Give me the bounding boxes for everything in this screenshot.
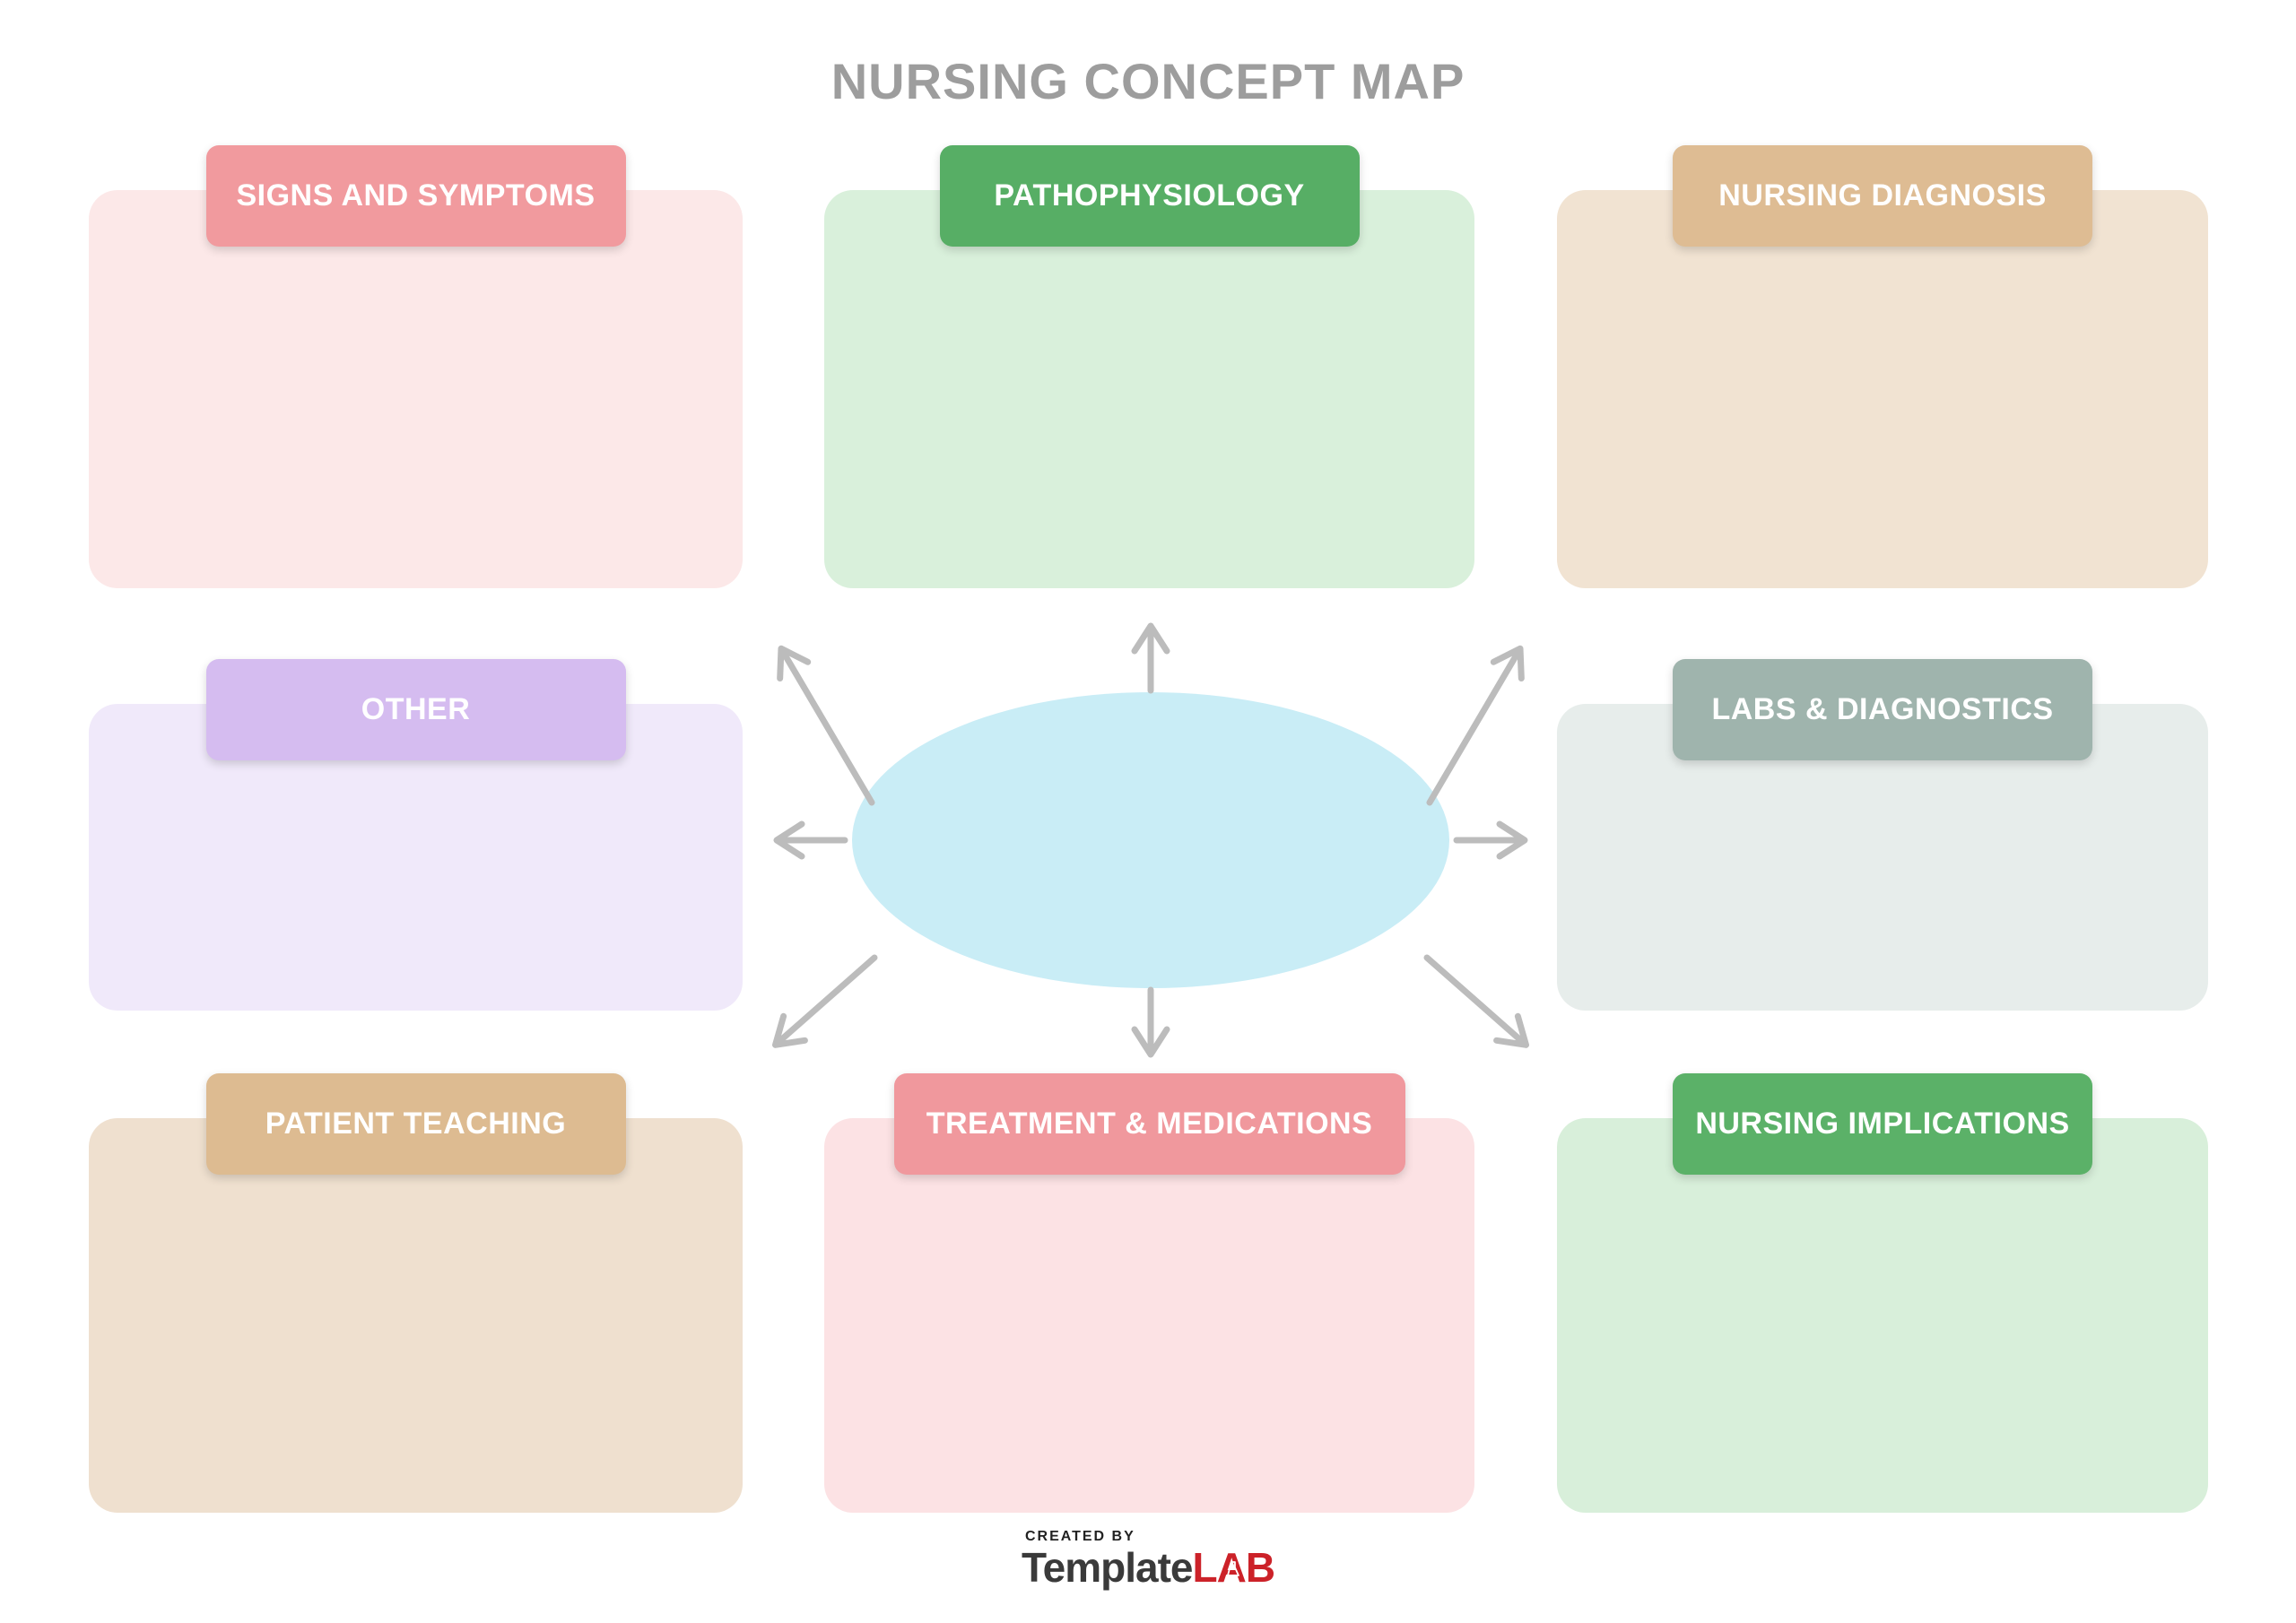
box-nursing-diagnosis: NURSING DIAGNOSIS	[1557, 145, 2208, 588]
page-title: NURSING CONCEPT MAP	[831, 53, 1465, 109]
box-nursing-implications: NURSING IMPLICATIONS	[1557, 1073, 2208, 1513]
nursing-diagnosis-label: NURSING DIAGNOSIS	[1718, 178, 2047, 213]
signs-and-symptoms-note-area	[89, 190, 743, 588]
other-header: OTHER	[205, 659, 626, 760]
other-label: OTHER	[361, 692, 471, 726]
box-treatment-and-medications: TREATMENT & MEDICATIONS	[824, 1073, 1474, 1513]
patient-teaching-header: PATIENT TEACHING	[205, 1073, 626, 1175]
arrow-up-left	[777, 645, 875, 806]
brand-part1: Template	[1021, 1544, 1194, 1591]
arrow-down-right	[1423, 954, 1530, 1048]
labs-and-diagnostics-header: LABS & DIAGNOSTICS	[1673, 659, 2092, 760]
signs-and-symptoms-label: SIGNS AND SYMPTOMS	[236, 178, 596, 213]
labs-and-diagnostics-label: LABS & DIAGNOSTICS	[1711, 692, 2054, 726]
brand-part2: LAB	[1192, 1544, 1276, 1591]
pathophysiology-header: PATHOPHYSIOLOGY	[939, 145, 1360, 247]
box-signs-and-symptoms: SIGNS AND SYMPTOMS	[89, 145, 743, 588]
pathophysiology-label: PATHOPHYSIOLOGY	[994, 178, 1305, 213]
treatment-and-medications-header: TREATMENT & MEDICATIONS	[893, 1073, 1405, 1175]
nursing-implications-note-area	[1557, 1118, 2208, 1513]
brand-wordmark: TemplateLAB	[1021, 1544, 1276, 1591]
box-labs-and-diagnostics: LABS & DIAGNOSTICS	[1557, 659, 2208, 1011]
pathophysiology-note-area	[824, 190, 1474, 588]
signs-and-symptoms-header: SIGNS AND SYMPTOMS	[205, 145, 626, 247]
nursing-diagnosis-header: NURSING DIAGNOSIS	[1673, 145, 2092, 247]
nursing-implications-label: NURSING IMPLICATIONS	[1695, 1107, 2070, 1141]
treatment-and-medications-label: TREATMENT & MEDICATIONS	[926, 1107, 1373, 1141]
patient-teaching-label: PATIENT TEACHING	[265, 1107, 567, 1141]
nursing-diagnosis-note-area	[1557, 190, 2208, 588]
central-topic-ellipse	[852, 692, 1449, 988]
box-other: OTHER	[89, 659, 743, 1011]
box-pathophysiology: PATHOPHYSIOLOGY	[824, 145, 1474, 588]
created-by-text: CREATED BY	[1024, 1529, 1135, 1544]
templatelab-logo: CREATED BY TemplateLAB	[1021, 1529, 1276, 1591]
nursing-implications-header: NURSING IMPLICATIONS	[1673, 1073, 2092, 1175]
treatment-and-medications-note-area	[824, 1118, 1474, 1513]
box-patient-teaching: PATIENT TEACHING	[89, 1073, 743, 1513]
arrow-up-right	[1426, 645, 1525, 806]
patient-teaching-note-area	[89, 1118, 743, 1513]
arrow-down-left	[771, 954, 878, 1048]
